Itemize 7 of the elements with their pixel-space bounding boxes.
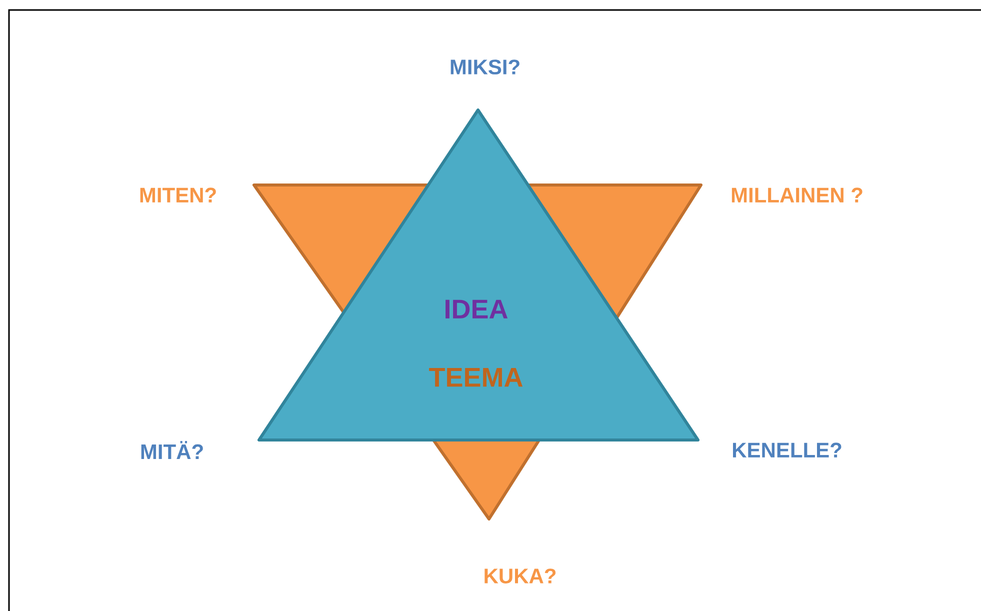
question-label: MITEN? — [140, 188, 216, 202]
question-label: KENELLE? — [733, 442, 842, 458]
triangle: IDEA TEEMA — [258, 108, 700, 442]
question-label: MITÄ? — [141, 441, 203, 459]
question-label: MILLAINEN ? — [732, 188, 862, 202]
question-label: MIKSI? — [450, 60, 520, 74]
question-label: KUKA? — [484, 568, 556, 584]
